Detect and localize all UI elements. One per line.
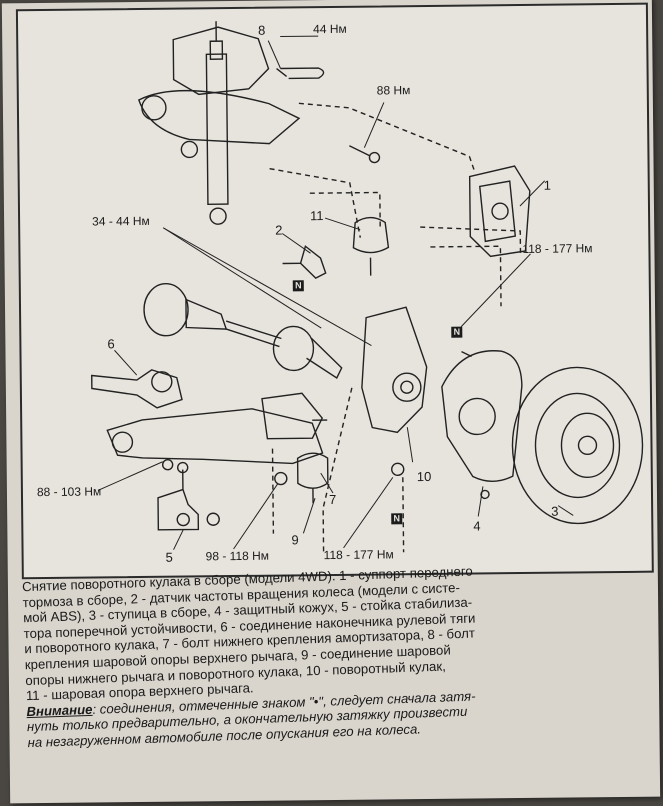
torque-label: 34 - 44 Нм (92, 213, 150, 229)
lower-control-arm (106, 408, 324, 465)
cv-boot-outer (272, 325, 315, 372)
tie-rod-end (91, 369, 183, 409)
callout-11: 11 (309, 208, 324, 224)
upper-control-arm (137, 89, 301, 145)
callout-6: 6 (107, 336, 115, 352)
lower-ball-joint (296, 452, 329, 489)
callout-3: 3 (551, 503, 559, 519)
callout-10: 10 (416, 468, 432, 485)
warning-label: Внимание (26, 701, 93, 719)
figure-caption: Снятие поворотного кулака в сборе (модел… (22, 557, 660, 751)
callout-9: 9 (291, 532, 299, 548)
torque-label: 98 - 118 Нм (205, 548, 270, 564)
n-marker: N (292, 280, 304, 292)
suspension-drawing (91, 21, 644, 554)
brake-caliper (468, 165, 531, 258)
callout-5: 5 (165, 549, 173, 565)
n-marker: N (451, 326, 463, 338)
brake-disc (511, 366, 644, 525)
callout-4: 4 (473, 518, 481, 534)
callout-1: 1 (543, 177, 552, 193)
n-marker: N (391, 513, 403, 525)
dust-shield (441, 350, 523, 483)
torque-label: 118 - 177 Нм (323, 547, 394, 563)
cv-boot-inner (143, 283, 189, 337)
callout-7: 7 (328, 491, 337, 508)
upper-mount-bracket (172, 26, 270, 96)
upper-ball-joint (352, 216, 390, 254)
callout-2: 2 (275, 222, 283, 238)
torque-label: 88 - 103 Нм (36, 484, 102, 500)
shock-absorber (205, 53, 229, 205)
steering-knuckle (361, 306, 428, 434)
wheel-speed-sensor (299, 245, 327, 280)
callout-8: 8 (258, 22, 266, 38)
exploded-diagram: 8 44 Нм 88 Нм 1 34 - 44 Нм 11 2 118 - 17… (15, 2, 654, 580)
torque-label: 118 - 177 Нм (522, 241, 593, 256)
torque-label: 44 Нм (313, 21, 347, 37)
torque-label: 88 Нм (376, 83, 411, 98)
